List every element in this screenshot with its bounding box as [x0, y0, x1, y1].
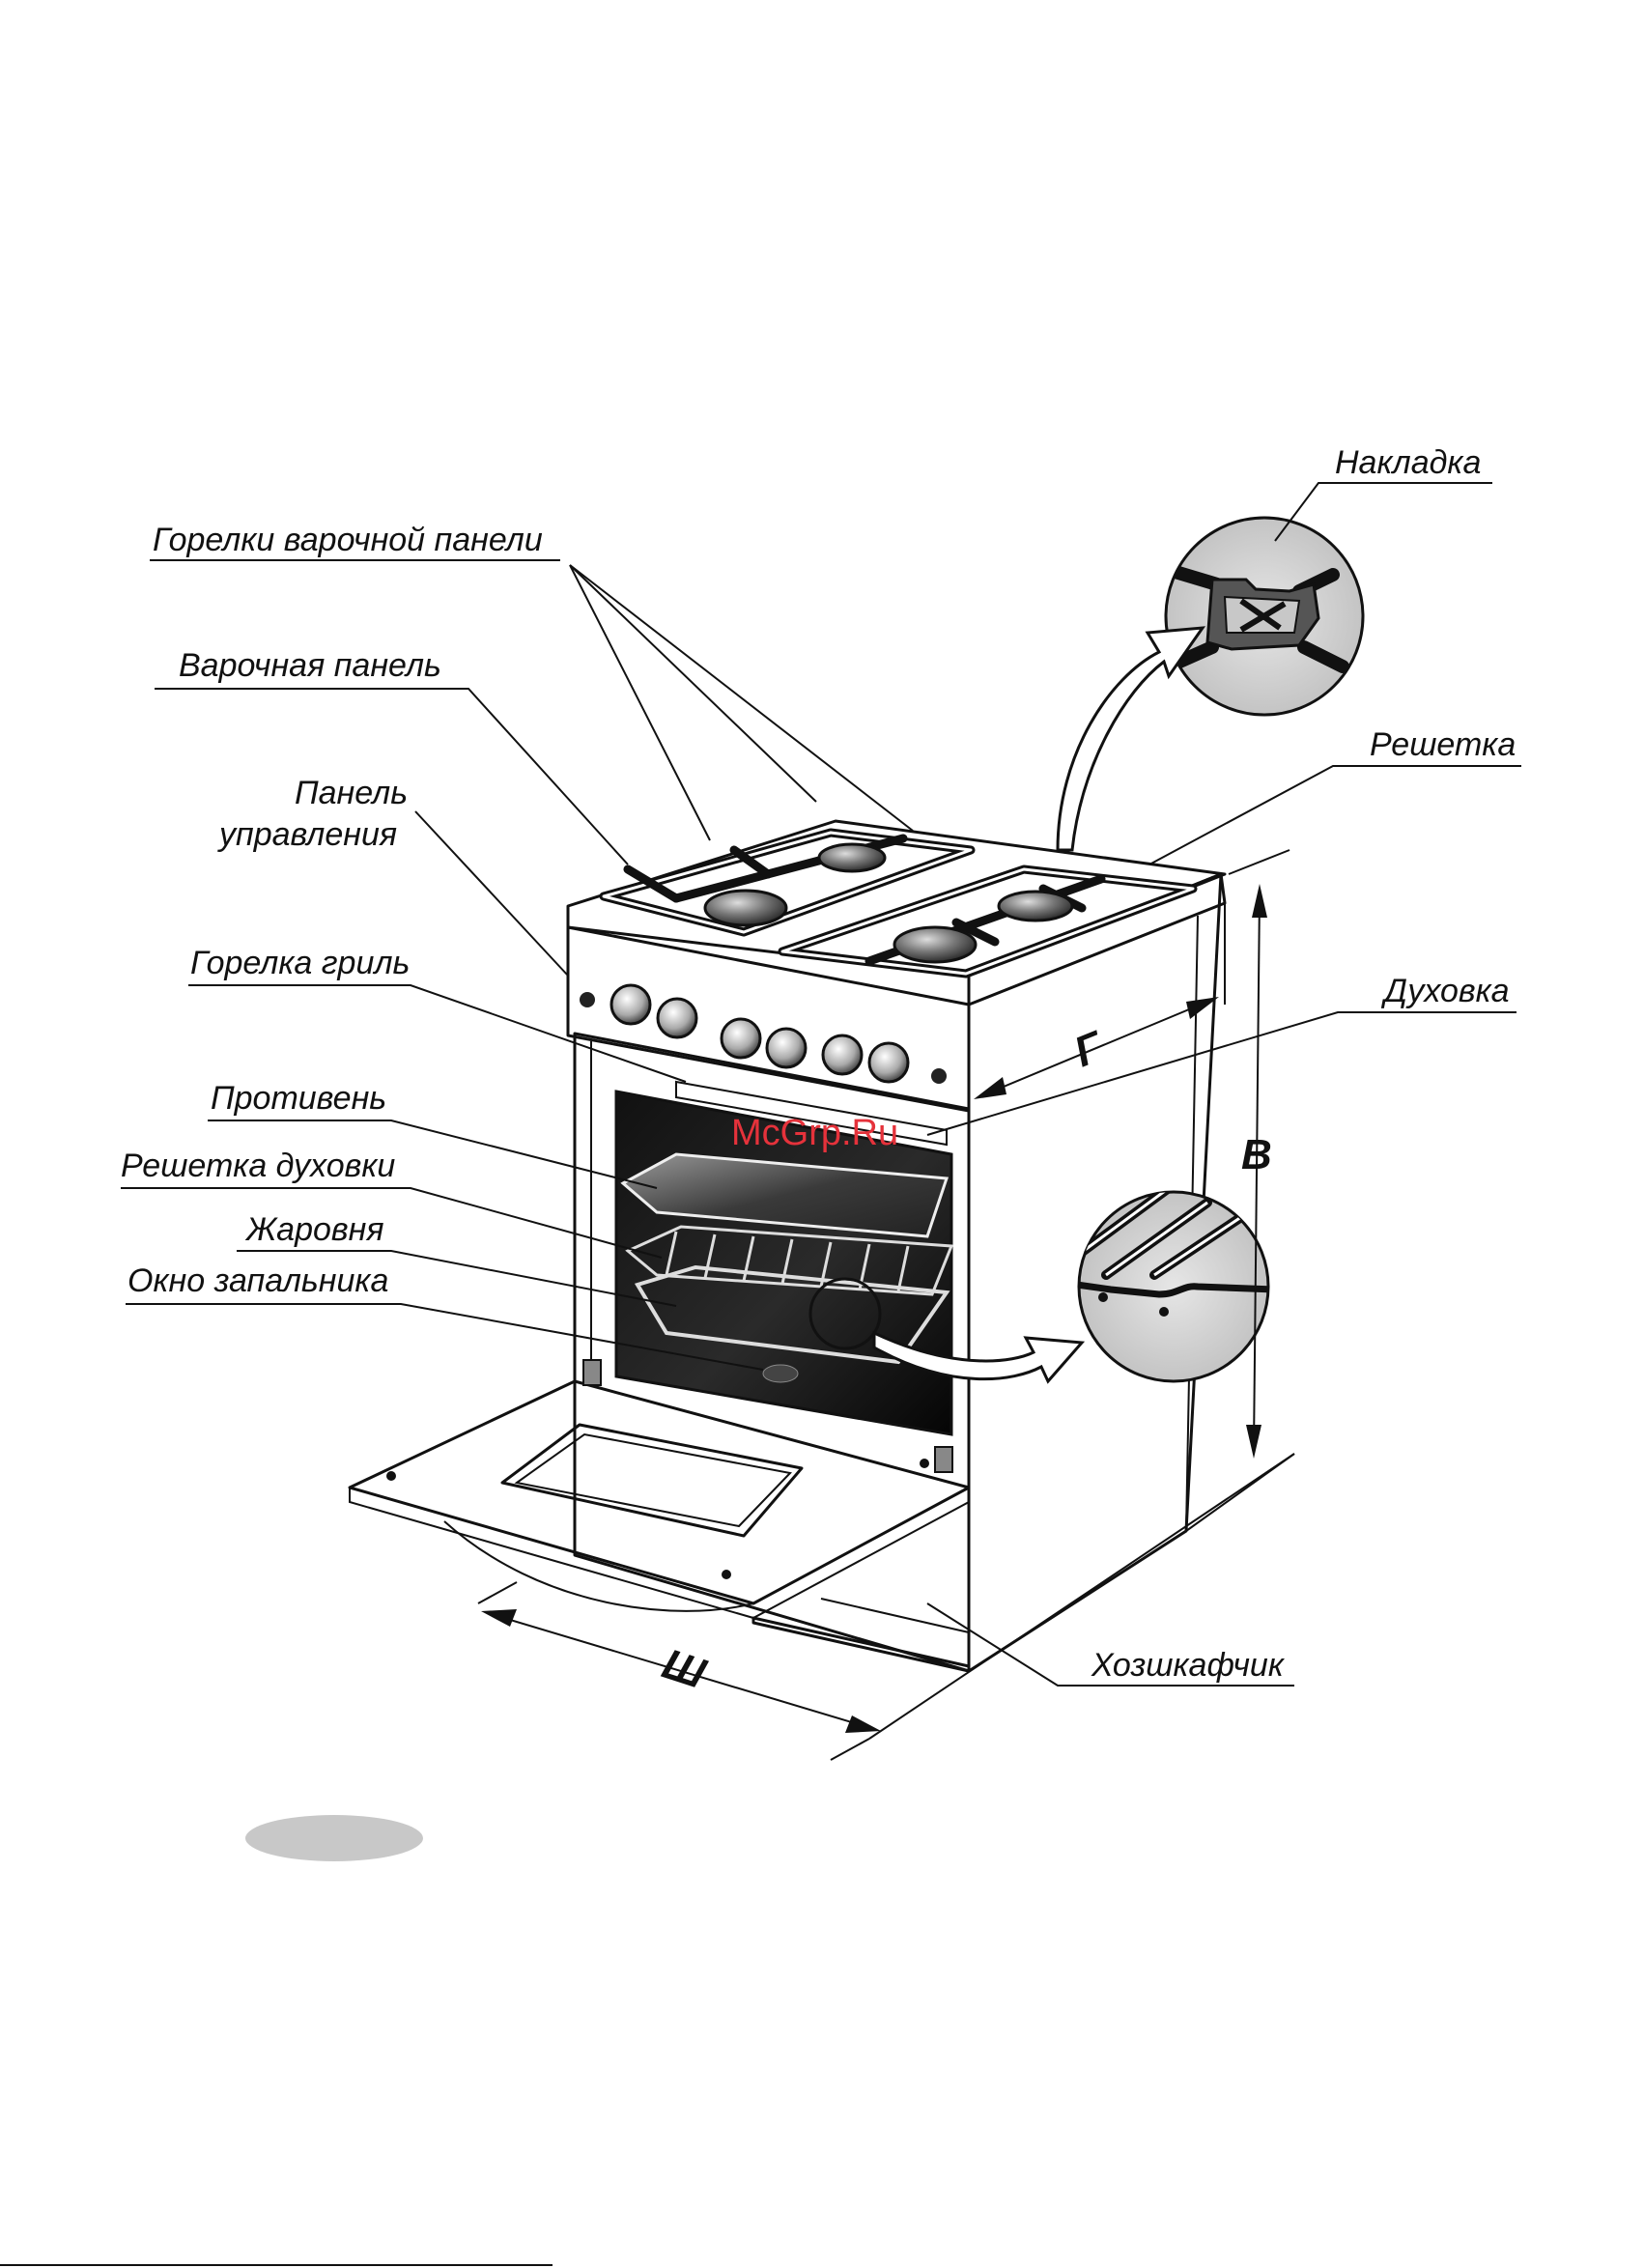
label-baking-tray: Противень — [211, 1080, 386, 1117]
label-hob-burners: Горелки варочной панели — [153, 522, 543, 558]
label-overlay: Накладка — [1335, 444, 1481, 481]
zoom-rack-detail — [1077, 1188, 1275, 1381]
dimension-depth-label: Г — [1067, 1022, 1111, 1076]
label-storage-drawer: Хозшкафчик — [1091, 1647, 1286, 1684]
label-roasting-pan: Жаровня — [244, 1211, 384, 1248]
label-control-panel-2: управления — [217, 816, 397, 853]
zoom-overlay-detail — [1166, 518, 1363, 715]
label-ignition-window: Окно запальника — [128, 1262, 388, 1299]
hob-burners — [705, 844, 1072, 962]
zoom-arrow-1 — [1058, 628, 1203, 850]
dimension-width-label: Ш — [657, 1640, 712, 1698]
watermark: McGrp.Ru — [731, 1113, 898, 1153]
label-hob: Варочная панель — [179, 647, 441, 684]
ignition-window — [763, 1365, 798, 1382]
label-control-panel-1: Панель — [295, 775, 408, 811]
label-grate: Решетка — [1370, 726, 1516, 763]
dimension-width: Ш — [478, 1582, 881, 1760]
dimension-depth: Г — [974, 903, 1225, 1099]
page-badge — [245, 1815, 423, 1861]
label-oven-rack: Решетка духовки — [121, 1148, 395, 1184]
dimension-height: В — [1186, 850, 1294, 1531]
label-oven: Духовка — [1380, 973, 1510, 1009]
dimension-height-label: В — [1241, 1131, 1272, 1178]
label-grill-burner: Горелка гриль — [190, 945, 410, 981]
